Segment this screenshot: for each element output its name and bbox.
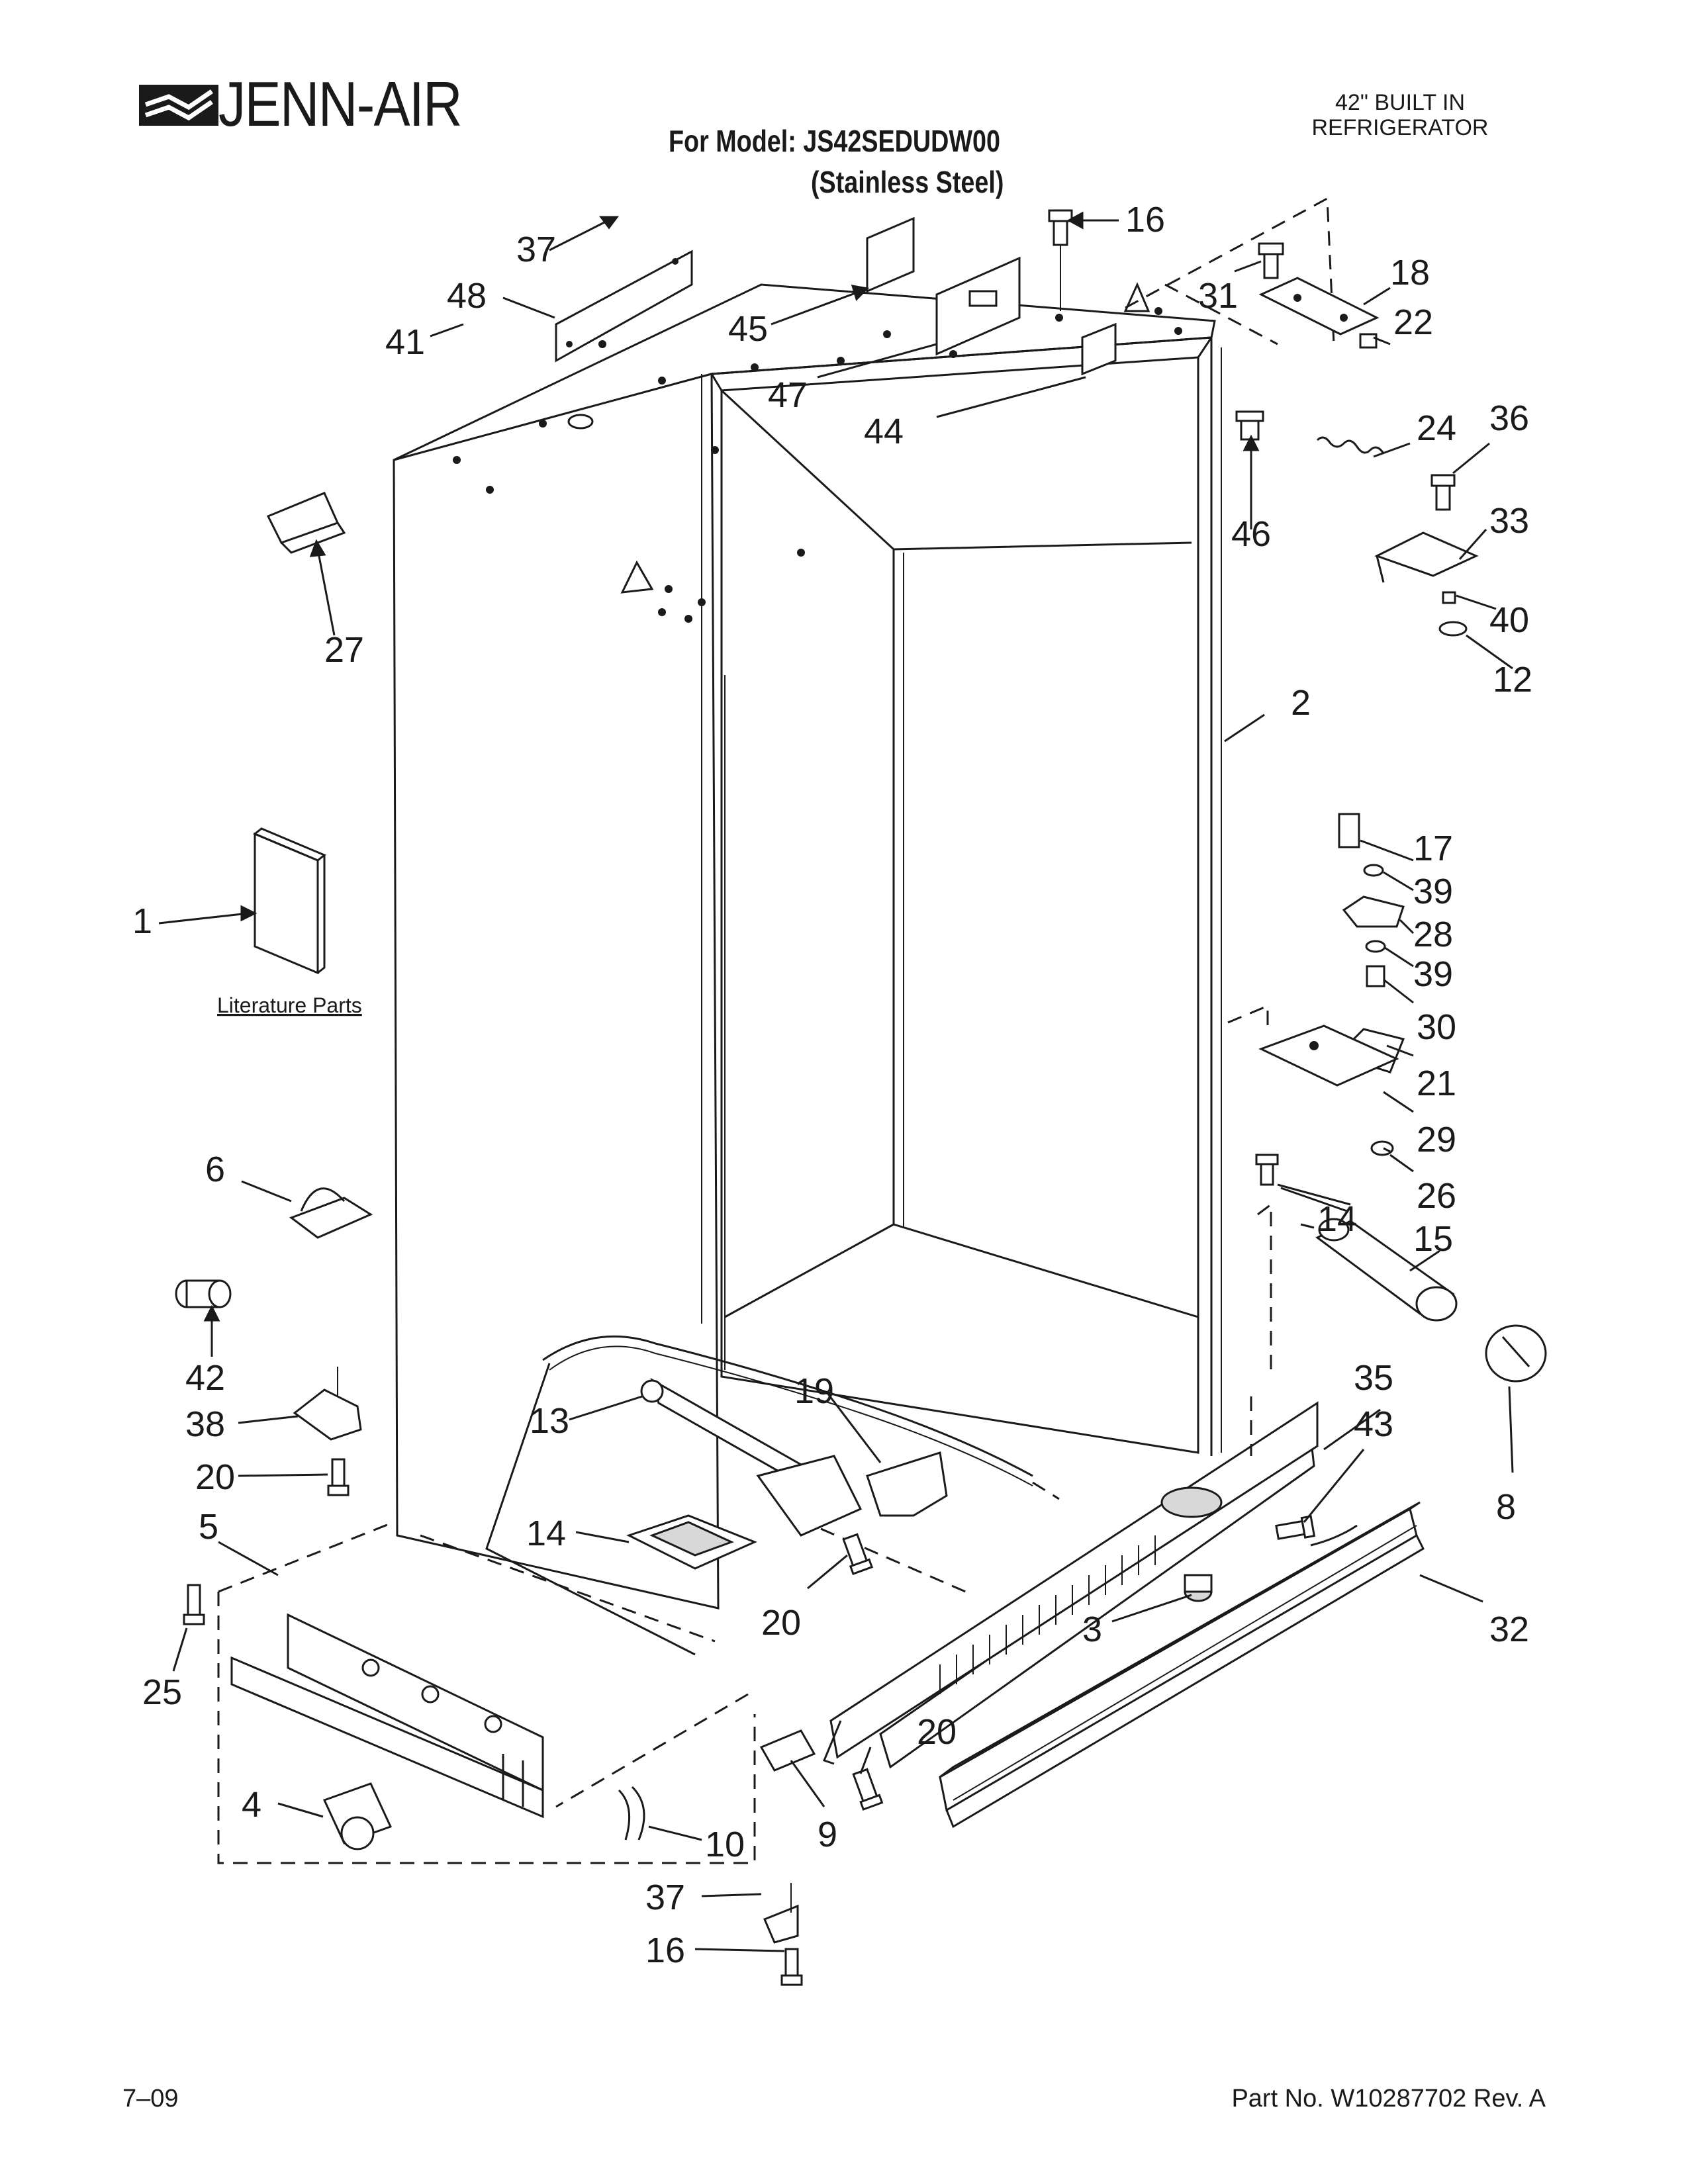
product-title: 42" BUILT IN REFRIGERATOR	[1261, 90, 1539, 140]
callout-46: 46	[1231, 514, 1271, 554]
callout-43: 43	[1354, 1404, 1393, 1444]
callout-16-top: 16	[1125, 200, 1165, 240]
literature-parts	[254, 832, 319, 975]
callout-5: 5	[199, 1507, 218, 1547]
callout-2: 2	[1291, 683, 1311, 723]
part-36-bracket	[763, 1904, 799, 1944]
callout-33: 33	[1489, 501, 1529, 541]
part-9-clip	[759, 1729, 816, 1772]
bottom-hinge-assembly	[1221, 813, 1405, 1453]
callout-13: 14	[526, 1514, 566, 1553]
callout-32: 32	[1489, 1610, 1529, 1649]
cabinet	[393, 250, 1222, 1610]
part-38-bracket	[293, 1388, 362, 1441]
callout-36: 37	[645, 1878, 685, 1917]
part-32-toe-grille	[939, 1501, 1425, 1829]
callout-11: 12	[1493, 660, 1532, 700]
screw-20a	[327, 1458, 350, 1496]
part-6-clamp	[289, 1187, 373, 1239]
callout-9: 9	[818, 1815, 837, 1854]
product-title-line-1: 42" BUILT IN	[1335, 90, 1465, 115]
callout-45: 45	[728, 309, 768, 349]
callout-31: 31	[1198, 276, 1238, 316]
screw-20-bottom	[852, 1768, 884, 1811]
product-title-line-2: REFRIGERATOR	[1311, 115, 1489, 140]
callout-35: 36	[1489, 398, 1529, 438]
callout-8: 8	[1496, 1487, 1516, 1527]
screw-43	[1275, 1515, 1316, 1540]
callout-38: 38	[185, 1404, 225, 1444]
part-42-roller	[175, 1279, 232, 1308]
callout-21: 21	[1417, 1064, 1456, 1103]
callout-labels: 37 48 41 45 47 44 16 31 18 22 24 36 33 4…	[132, 200, 1532, 1970]
callout-17: 17	[1413, 829, 1453, 868]
callout-25: 25	[142, 1672, 182, 1712]
model-finish: (Stainless Steel)	[811, 165, 1004, 199]
grille-slots	[939, 1535, 1156, 1694]
callout-10: 10	[705, 1825, 745, 1864]
screw-25	[183, 1584, 205, 1625]
callout-6: 6	[205, 1150, 225, 1189]
callout-15: 15	[1413, 1219, 1453, 1259]
callout-4: 4	[242, 1785, 261, 1825]
callout-14: 14	[1317, 1199, 1357, 1239]
part-27-clip	[266, 492, 340, 544]
leader-lines	[158, 211, 1514, 1952]
literature-parts-label: Literature Parts	[217, 993, 362, 1017]
part-34-grille	[822, 1396, 1319, 1769]
callout-48: 48	[447, 276, 487, 316]
callout-28: 28	[1413, 915, 1453, 954]
callout-44: 44	[864, 412, 904, 451]
water-line-assembly	[485, 1335, 1060, 1656]
callout-12: 13	[530, 1401, 569, 1441]
callout-19: 19	[794, 1371, 834, 1411]
callout-34: 35	[1354, 1358, 1393, 1398]
callout-37: 37	[516, 230, 556, 269]
callout-39-b: 39	[1413, 954, 1453, 994]
cabinet-top-holes	[453, 307, 1182, 623]
callout-39-a: 39	[1413, 872, 1453, 911]
brand-name: JENN-AIR	[218, 69, 463, 140]
callout-22: 22	[1393, 302, 1433, 342]
control-bracket	[866, 216, 1117, 376]
callout-30: 30	[1417, 1007, 1456, 1047]
callout-1: 1	[132, 901, 152, 941]
callout-16-bottom: 16	[645, 1931, 685, 1970]
model-number: For Model: JS42SEDUDW00	[669, 124, 1000, 158]
callout-42: 42	[185, 1358, 225, 1398]
callout-18: 18	[1390, 253, 1430, 293]
brand-logo: JENN-AIR	[139, 71, 501, 138]
callout-20-mid: 20	[761, 1603, 801, 1643]
callout-26: 26	[1417, 1176, 1456, 1216]
part-number: Part No. W10287702 Rev. A	[1231, 2085, 1546, 2113]
jenn-air-logo-icon	[139, 85, 218, 126]
screw-16-bottom	[780, 1948, 803, 1986]
base-assembly	[217, 1521, 756, 1864]
water-filter	[1300, 1218, 1547, 1383]
callout-24: 24	[1417, 408, 1456, 448]
revision-date: 7–09	[122, 2085, 179, 2113]
callout-27: 27	[324, 630, 364, 670]
callout-41: 41	[385, 322, 425, 362]
callout-3: 3	[1082, 1610, 1102, 1649]
callout-20-left: 20	[195, 1457, 235, 1497]
callout-47: 47	[768, 375, 808, 415]
callout-29: 29	[1417, 1120, 1456, 1160]
callout-20-bottom: 20	[917, 1712, 957, 1752]
callout-40: 40	[1489, 600, 1529, 640]
part-3-knob	[1184, 1574, 1213, 1602]
top-hinge-assembly	[1048, 197, 1479, 637]
